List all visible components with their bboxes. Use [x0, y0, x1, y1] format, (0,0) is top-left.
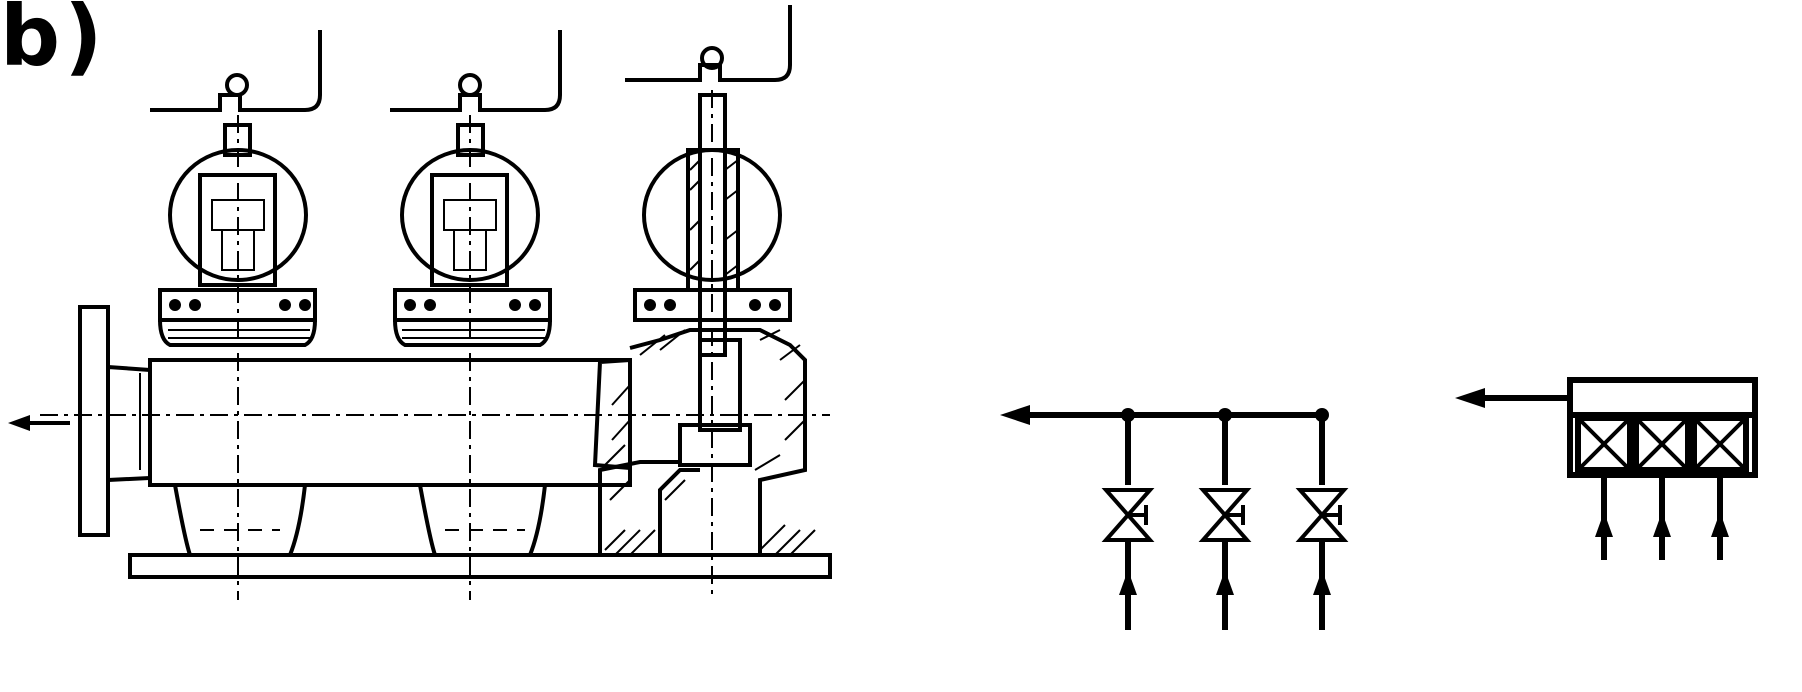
- branch-2: [1198, 408, 1252, 630]
- inlet-arrow: [1119, 570, 1137, 595]
- manifold-body: [148, 358, 632, 487]
- block-inlet-1: [1595, 478, 1613, 560]
- pipe-schematic: [1000, 405, 1349, 630]
- block-inlet-2: [1653, 478, 1671, 560]
- outlet-arrow: [8, 415, 70, 431]
- block-schematic: [1455, 377, 1758, 560]
- flange: [78, 305, 110, 537]
- schematic-outlet-arrow: [1000, 405, 1030, 425]
- valve-2: [390, 30, 562, 600]
- globe-valve-symbol: [1101, 488, 1155, 542]
- manifold-drawing: [8, 5, 832, 600]
- base-plate: [128, 553, 832, 579]
- inlet-arrow: [1313, 570, 1331, 595]
- block-frame: [1567, 377, 1758, 478]
- valve-1: [150, 30, 322, 600]
- block-inlet-3: [1711, 478, 1729, 560]
- branch-1: [1101, 408, 1155, 630]
- branch-3: [1295, 408, 1349, 630]
- flange-neck: [106, 364, 152, 483]
- figure-label: b): [0, 0, 107, 85]
- support-1: [173, 484, 307, 557]
- globe-valve-symbol: [1198, 488, 1252, 542]
- sectioned-valve-body: [592, 328, 816, 556]
- block-cell-2: [1633, 415, 1691, 473]
- block-outlet-arrow: [1455, 388, 1570, 408]
- support-2: [418, 484, 547, 557]
- globe-valve-symbol: [1295, 488, 1349, 542]
- inlet-arrow: [1216, 570, 1234, 595]
- block-cell-3: [1691, 415, 1749, 473]
- valve-3-sectioned: [625, 5, 792, 600]
- block-cell-1: [1575, 415, 1633, 473]
